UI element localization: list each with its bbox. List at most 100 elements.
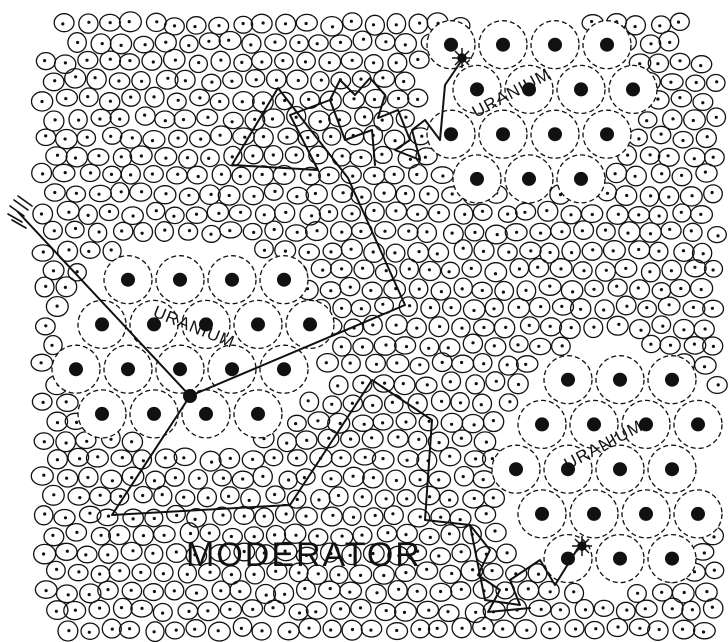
moderator-cell-nucleus [408,304,411,307]
uranium-nucleus [121,362,135,376]
moderator-cell-nucleus [287,478,290,481]
moderator-cell-nucleus [284,211,287,214]
moderator-cell-nucleus [660,133,663,136]
moderator-cell-nucleus [436,252,439,255]
moderator-cell-nucleus [371,323,374,326]
moderator-cell-nucleus [360,307,363,310]
moderator-cell-nucleus [359,156,362,159]
uranium-nucleus [470,82,484,96]
moderator-cell-nucleus [451,192,454,195]
moderator-cell-nucleus [427,192,430,195]
moderator-cell-nucleus [668,41,671,44]
moderator-cell-nucleus [163,534,166,537]
moderator-cell-nucleus [222,477,225,480]
moderator-cell-nucleus [339,456,342,459]
moderator-cell-nucleus [166,77,169,80]
moderator-cell-nucleus [87,250,90,253]
moderator-cell-nucleus [174,59,177,62]
moderator-cell-nucleus [524,363,527,366]
moderator-cell-nucleus [298,611,301,614]
moderator-cell-nucleus [525,629,528,632]
uranium-nucleus [277,362,291,376]
moderator-cell-nucleus [395,629,398,632]
moderator-cell-nucleus [111,628,114,631]
moderator-cell-nucleus [415,173,418,176]
moderator-cell-nucleus [110,173,113,176]
moderator-cell-nucleus [207,157,210,160]
moderator-cell [691,56,711,73]
moderator-cell [54,14,74,32]
moderator-cell-nucleus [711,191,714,194]
moderator-cell-nucleus [251,608,254,611]
moderator-cell-nucleus [243,136,246,139]
moderator-cell-nucleus [695,81,698,84]
moderator-cell-nucleus [394,209,397,212]
moderator-cell-nucleus [284,22,287,25]
moderator-cell-nucleus [459,518,462,521]
moderator-cell-nucleus [424,156,427,159]
moderator-cell-nucleus [220,173,223,176]
moderator-cell-nucleus [351,59,354,62]
moderator-cell-nucleus [712,156,715,159]
moderator-cell-nucleus [436,627,439,630]
uranium-nucleus [509,462,523,476]
moderator-cell-nucleus [473,231,476,234]
moderator-cell-nucleus [360,196,363,199]
moderator-cell-nucleus [352,516,355,519]
moderator-cell-nucleus [78,496,81,499]
moderator-cell-nucleus [52,493,55,496]
moderator-cell [87,69,106,89]
moderator-cell-nucleus [571,290,574,293]
moderator-cell-nucleus [380,153,383,156]
moderator-cell-nucleus [403,611,406,614]
moderator-cell-nucleus [151,139,154,142]
uranium-nucleus [251,317,265,331]
moderator-cell-nucleus [303,476,306,479]
moderator-cell-nucleus [350,212,353,215]
uranium-nucleus [225,273,239,287]
moderator-cell-nucleus [395,479,398,482]
moderator-cell-nucleus [231,120,234,123]
moderator-cell-nucleus [711,307,714,310]
moderator-cell-nucleus [447,346,450,349]
moderator-cell-nucleus [296,231,299,234]
moderator-cell [354,260,374,279]
moderator-cell-nucleus [316,419,319,422]
moderator-cell-nucleus [656,62,659,65]
moderator-cell-nucleus [152,60,155,63]
moderator-cell-nucleus [668,303,671,306]
moderator-cell-nucleus [508,400,511,403]
moderator-cell-nucleus [570,251,573,254]
moderator-cell-nucleus [715,116,718,119]
moderator-cell-nucleus [471,568,474,571]
moderator-cell-nucleus [515,231,518,234]
moderator-cell-nucleus [649,153,652,156]
moderator-cell-nucleus [120,606,123,609]
moderator-cell-nucleus [416,58,419,61]
moderator-cell-nucleus [462,475,465,478]
moderator-cell [473,617,494,637]
moderator-cell-nucleus [271,117,274,120]
moderator-cell [311,72,329,91]
moderator-cell [607,316,628,335]
moderator-cell [179,223,198,240]
moderator-cell [385,395,403,413]
moderator-cell-nucleus [42,401,45,404]
moderator-cell-nucleus [241,100,244,103]
moderator-cell-nucleus [329,477,332,480]
moderator-cell-nucleus [645,306,648,309]
moderator-cell-nucleus [438,325,441,328]
uranium-nucleus [199,407,213,421]
moderator-cell-nucleus [55,610,58,613]
moderator-label: MODERATOR [186,536,422,574]
moderator-cell-nucleus [384,343,387,346]
moderator-cell-nucleus [418,22,421,25]
moderator-cell-nucleus [317,498,320,501]
uranium-nucleus [639,507,653,521]
moderator-cell-nucleus [207,40,210,43]
moderator-cell-nucleus [66,550,69,553]
moderator-cell-nucleus [448,455,451,458]
moderator-cell-nucleus [117,79,120,82]
moderator-cell-nucleus [492,307,495,310]
moderator-cell-nucleus [187,610,190,613]
